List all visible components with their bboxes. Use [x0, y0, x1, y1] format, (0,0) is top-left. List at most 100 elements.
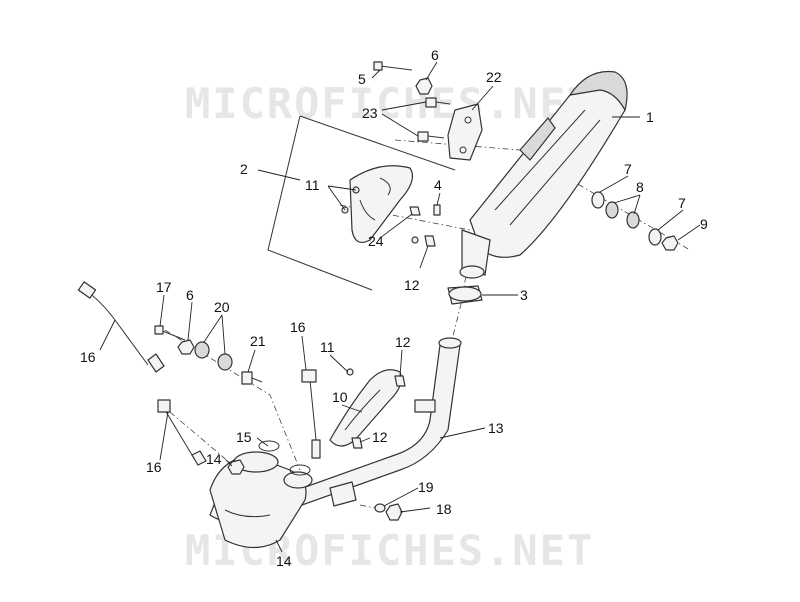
part-muffler[interactable] — [459, 70, 628, 279]
leader-8 — [613, 194, 641, 215]
callout-7-b: 7 — [678, 195, 686, 211]
part-bolt-17[interactable] — [154, 325, 186, 341]
part-bolt-21[interactable] — [241, 371, 263, 385]
leader-18 — [399, 507, 431, 513]
callout-14-bottom: 14 — [276, 553, 292, 569]
part-bolt-5[interactable] — [373, 61, 413, 71]
leader-12a — [419, 245, 429, 269]
callout-3: 3 — [520, 287, 528, 303]
leader-24 — [379, 213, 413, 239]
callout-24: 24 — [368, 233, 384, 249]
leader-2 — [257, 169, 301, 181]
part-clip-12-middle[interactable] — [394, 375, 406, 387]
part-bolt-23-lower[interactable] — [417, 131, 445, 142]
leader-13 — [439, 427, 486, 439]
part-rubber-20-b[interactable] — [217, 353, 233, 371]
part-washer-19[interactable] — [374, 503, 386, 513]
leader-15 — [256, 437, 269, 447]
callout-12-middle: 12 — [395, 334, 411, 350]
callout-23: 23 — [362, 105, 378, 121]
callout-20: 20 — [214, 299, 230, 315]
leader-16c — [159, 411, 169, 461]
part-sensor-16-left[interactable] — [77, 281, 165, 373]
leader-7a — [599, 175, 629, 193]
callout-15: 15 — [236, 429, 252, 445]
axis-line-sensor-2 — [169, 411, 251, 481]
callout-22: 22 — [486, 69, 502, 85]
leader-5 — [371, 69, 381, 79]
group-2-bracket — [267, 115, 456, 291]
part-exhaust-pipe[interactable] — [209, 337, 462, 524]
part-nut-18[interactable] — [385, 503, 403, 521]
leader-14b — [275, 539, 283, 553]
leader-11b — [329, 354, 349, 373]
part-clip-12-lower[interactable] — [351, 437, 363, 449]
callout-21: 21 — [250, 333, 266, 349]
part-clamp[interactable] — [447, 285, 483, 305]
part-manifold[interactable] — [209, 451, 313, 549]
watermark-top: MICROFICHES.NET — [185, 79, 594, 128]
callout-17: 17 — [156, 279, 172, 295]
part-sensor-16-middle[interactable] — [301, 369, 321, 459]
callout-11-lower: 11 — [320, 339, 335, 355]
leader-12b — [399, 349, 403, 377]
callout-2: 2 — [240, 161, 248, 177]
leader-21 — [247, 349, 256, 373]
part-heat-shield[interactable] — [349, 165, 413, 243]
part-sensor-16-lower[interactable] — [157, 399, 207, 466]
callout-11-top: 11 — [305, 177, 320, 193]
part-nut-9[interactable] — [661, 235, 679, 251]
callout-10: 10 — [332, 389, 348, 405]
leader-4 — [436, 192, 441, 206]
callout-12-lower: 12 — [372, 429, 388, 445]
callout-8: 8 — [636, 179, 644, 195]
callout-9: 9 — [700, 216, 708, 232]
part-clip-24[interactable] — [409, 206, 421, 244]
leader-10 — [341, 404, 363, 413]
callout-19: 19 — [418, 479, 434, 495]
part-rubber-8-b[interactable] — [626, 211, 640, 229]
callout-6-top: 6 — [431, 47, 439, 63]
leader-9 — [677, 224, 701, 241]
callout-14-top: 14 — [206, 451, 222, 467]
leader-17 — [159, 294, 165, 327]
leader-7b — [657, 209, 684, 231]
part-nut-14-top[interactable] — [227, 459, 245, 475]
callout-16-lower: 16 — [146, 459, 162, 475]
part-nut-6-lower[interactable] — [177, 339, 195, 355]
callout-16-left: 16 — [80, 349, 96, 365]
callout-4: 4 — [434, 177, 442, 193]
part-screw-11-lower[interactable] — [346, 368, 354, 376]
part-washer-7-a[interactable] — [591, 191, 605, 209]
leader-11a — [327, 185, 357, 211]
part-muffler-bracket[interactable] — [447, 103, 483, 161]
callout-12-top: 12 — [404, 277, 420, 293]
callout-7-a: 7 — [624, 161, 632, 177]
leader-6a — [425, 61, 438, 81]
part-rubber-20-a[interactable] — [194, 341, 210, 359]
part-rubber-8-a[interactable] — [605, 201, 619, 219]
axis-line-heatshield — [339, 204, 471, 231]
leader-6b — [187, 301, 193, 341]
part-clip-12-top[interactable] — [424, 235, 436, 247]
callout-16-middle: 16 — [290, 319, 306, 335]
leader-23 — [381, 101, 427, 137]
part-gasket-15[interactable] — [258, 440, 311, 476]
part-nut-6-top[interactable] — [415, 77, 433, 95]
leader-14a — [225, 459, 233, 467]
callout-1: 1 — [646, 109, 654, 125]
leader-20 — [203, 314, 226, 355]
part-spring-4[interactable] — [433, 204, 441, 216]
callout-13: 13 — [488, 420, 504, 436]
leader-22 — [471, 85, 494, 111]
part-lower-heat-shield[interactable] — [329, 369, 402, 447]
callout-18: 18 — [436, 501, 452, 517]
part-washer-7-b[interactable] — [648, 228, 662, 246]
leader-19 — [383, 487, 419, 507]
callout-5: 5 — [358, 71, 366, 87]
leader-16a — [99, 319, 116, 351]
callout-6-lower: 6 — [186, 287, 194, 303]
part-bolt-23-upper[interactable] — [425, 97, 451, 108]
